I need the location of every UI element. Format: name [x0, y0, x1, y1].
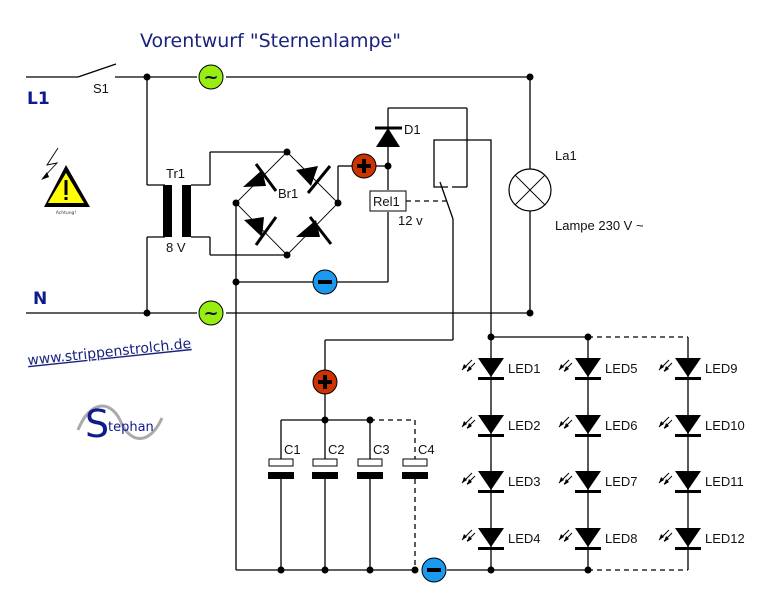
bridge-diode-2 — [296, 165, 332, 194]
minus-terminal-leds — [421, 557, 447, 583]
lamp-description: Lampe 230 V ~ — [555, 218, 644, 233]
capacitor-c3: C3 — [357, 420, 390, 574]
ac-terminal-bottom: ~ — [198, 300, 224, 326]
led-led4: LED4 — [461, 528, 541, 550]
led-label: LED6 — [605, 418, 638, 433]
led-label: LED10 — [705, 418, 745, 433]
led-label: LED4 — [508, 531, 541, 546]
minus-terminal-rectifier — [312, 269, 338, 295]
transformer-voltage: 8 V — [166, 240, 186, 255]
svg-text:Achtung!: Achtung! — [56, 210, 77, 216]
switch-label: S1 — [93, 81, 109, 96]
led-label: LED8 — [605, 531, 638, 546]
bridge-rectifier-br1 — [232, 148, 342, 259]
svg-text:~: ~ — [203, 67, 218, 88]
phase-bus — [26, 63, 532, 78]
led-label: LED7 — [605, 474, 638, 489]
capacitor-label: C2 — [328, 442, 345, 457]
led-led9: LED9 — [658, 358, 738, 380]
neutral-label: N — [33, 289, 47, 309]
bridge-diode-4 — [296, 216, 333, 245]
relay-contact — [324, 139, 492, 370]
switch-s1-contact — [77, 63, 117, 78]
plus-terminal-rectifier — [351, 153, 377, 179]
led-led10: LED10 — [658, 415, 745, 437]
capacitor-c2: C2 — [312, 420, 345, 574]
capacitor-label: C4 — [418, 442, 435, 457]
transformer-wiring — [146, 77, 287, 313]
led-label: LED3 — [508, 474, 541, 489]
transformer-tr1-symbol — [163, 185, 191, 237]
led-led1: LED1 — [461, 358, 541, 380]
led-label: LED11 — [705, 474, 744, 489]
led-led6: LED6 — [558, 415, 638, 437]
bridge-diode-1 — [243, 163, 278, 192]
relay-label: Rel1 — [373, 194, 400, 209]
plus-terminal-leds — [312, 369, 338, 395]
led-led7: LED7 — [558, 471, 638, 493]
lamp-la1 — [508, 73, 552, 317]
website-link[interactable]: www.strippenstrolch.de — [27, 336, 192, 369]
phase-label: L1 — [27, 89, 50, 109]
diode-label: D1 — [404, 122, 421, 137]
capacitor-c1: C1 — [268, 420, 301, 574]
capacitors-group: C1 C2 C3 C4 — [268, 420, 435, 574]
bridge-label: Br1 — [278, 186, 298, 201]
ac-terminal-top: ~ — [198, 64, 224, 90]
lamp-label: La1 — [555, 148, 577, 163]
led-label: LED12 — [705, 531, 745, 546]
dc-wiring — [235, 107, 468, 570]
led-led12: LED12 — [658, 528, 745, 550]
led-led8: LED8 — [558, 528, 638, 550]
led-led2: LED2 — [461, 415, 541, 437]
led-label: LED5 — [605, 361, 638, 376]
diode-d1 — [375, 126, 402, 147]
diagram-title: Vorentwurf "Sternenlampe" — [140, 30, 401, 52]
capacitor-c4: C4 — [402, 420, 435, 574]
relay-voltage: 12 v — [398, 213, 423, 228]
capacitor-bank — [236, 394, 688, 571]
warning-icon: Achtung! — [41, 147, 90, 216]
svg-text:tephan: tephan — [108, 420, 154, 435]
led-led11: LED11 — [658, 471, 744, 493]
capacitor-label: C3 — [373, 442, 390, 457]
led-label: LED9 — [705, 361, 738, 376]
bridge-diode-3 — [244, 216, 278, 246]
led-led3: LED3 — [461, 471, 541, 493]
svg-text:S: S — [85, 402, 109, 446]
signature-logo: S tephan — [76, 402, 164, 446]
transformer-label: Tr1 — [166, 166, 185, 181]
svg-text:~: ~ — [203, 303, 218, 324]
capacitor-label: C1 — [284, 442, 301, 457]
led-label: LED2 — [508, 418, 541, 433]
led-led5: LED5 — [558, 358, 638, 380]
led-rails — [487, 333, 688, 341]
led-label: LED1 — [508, 361, 541, 376]
